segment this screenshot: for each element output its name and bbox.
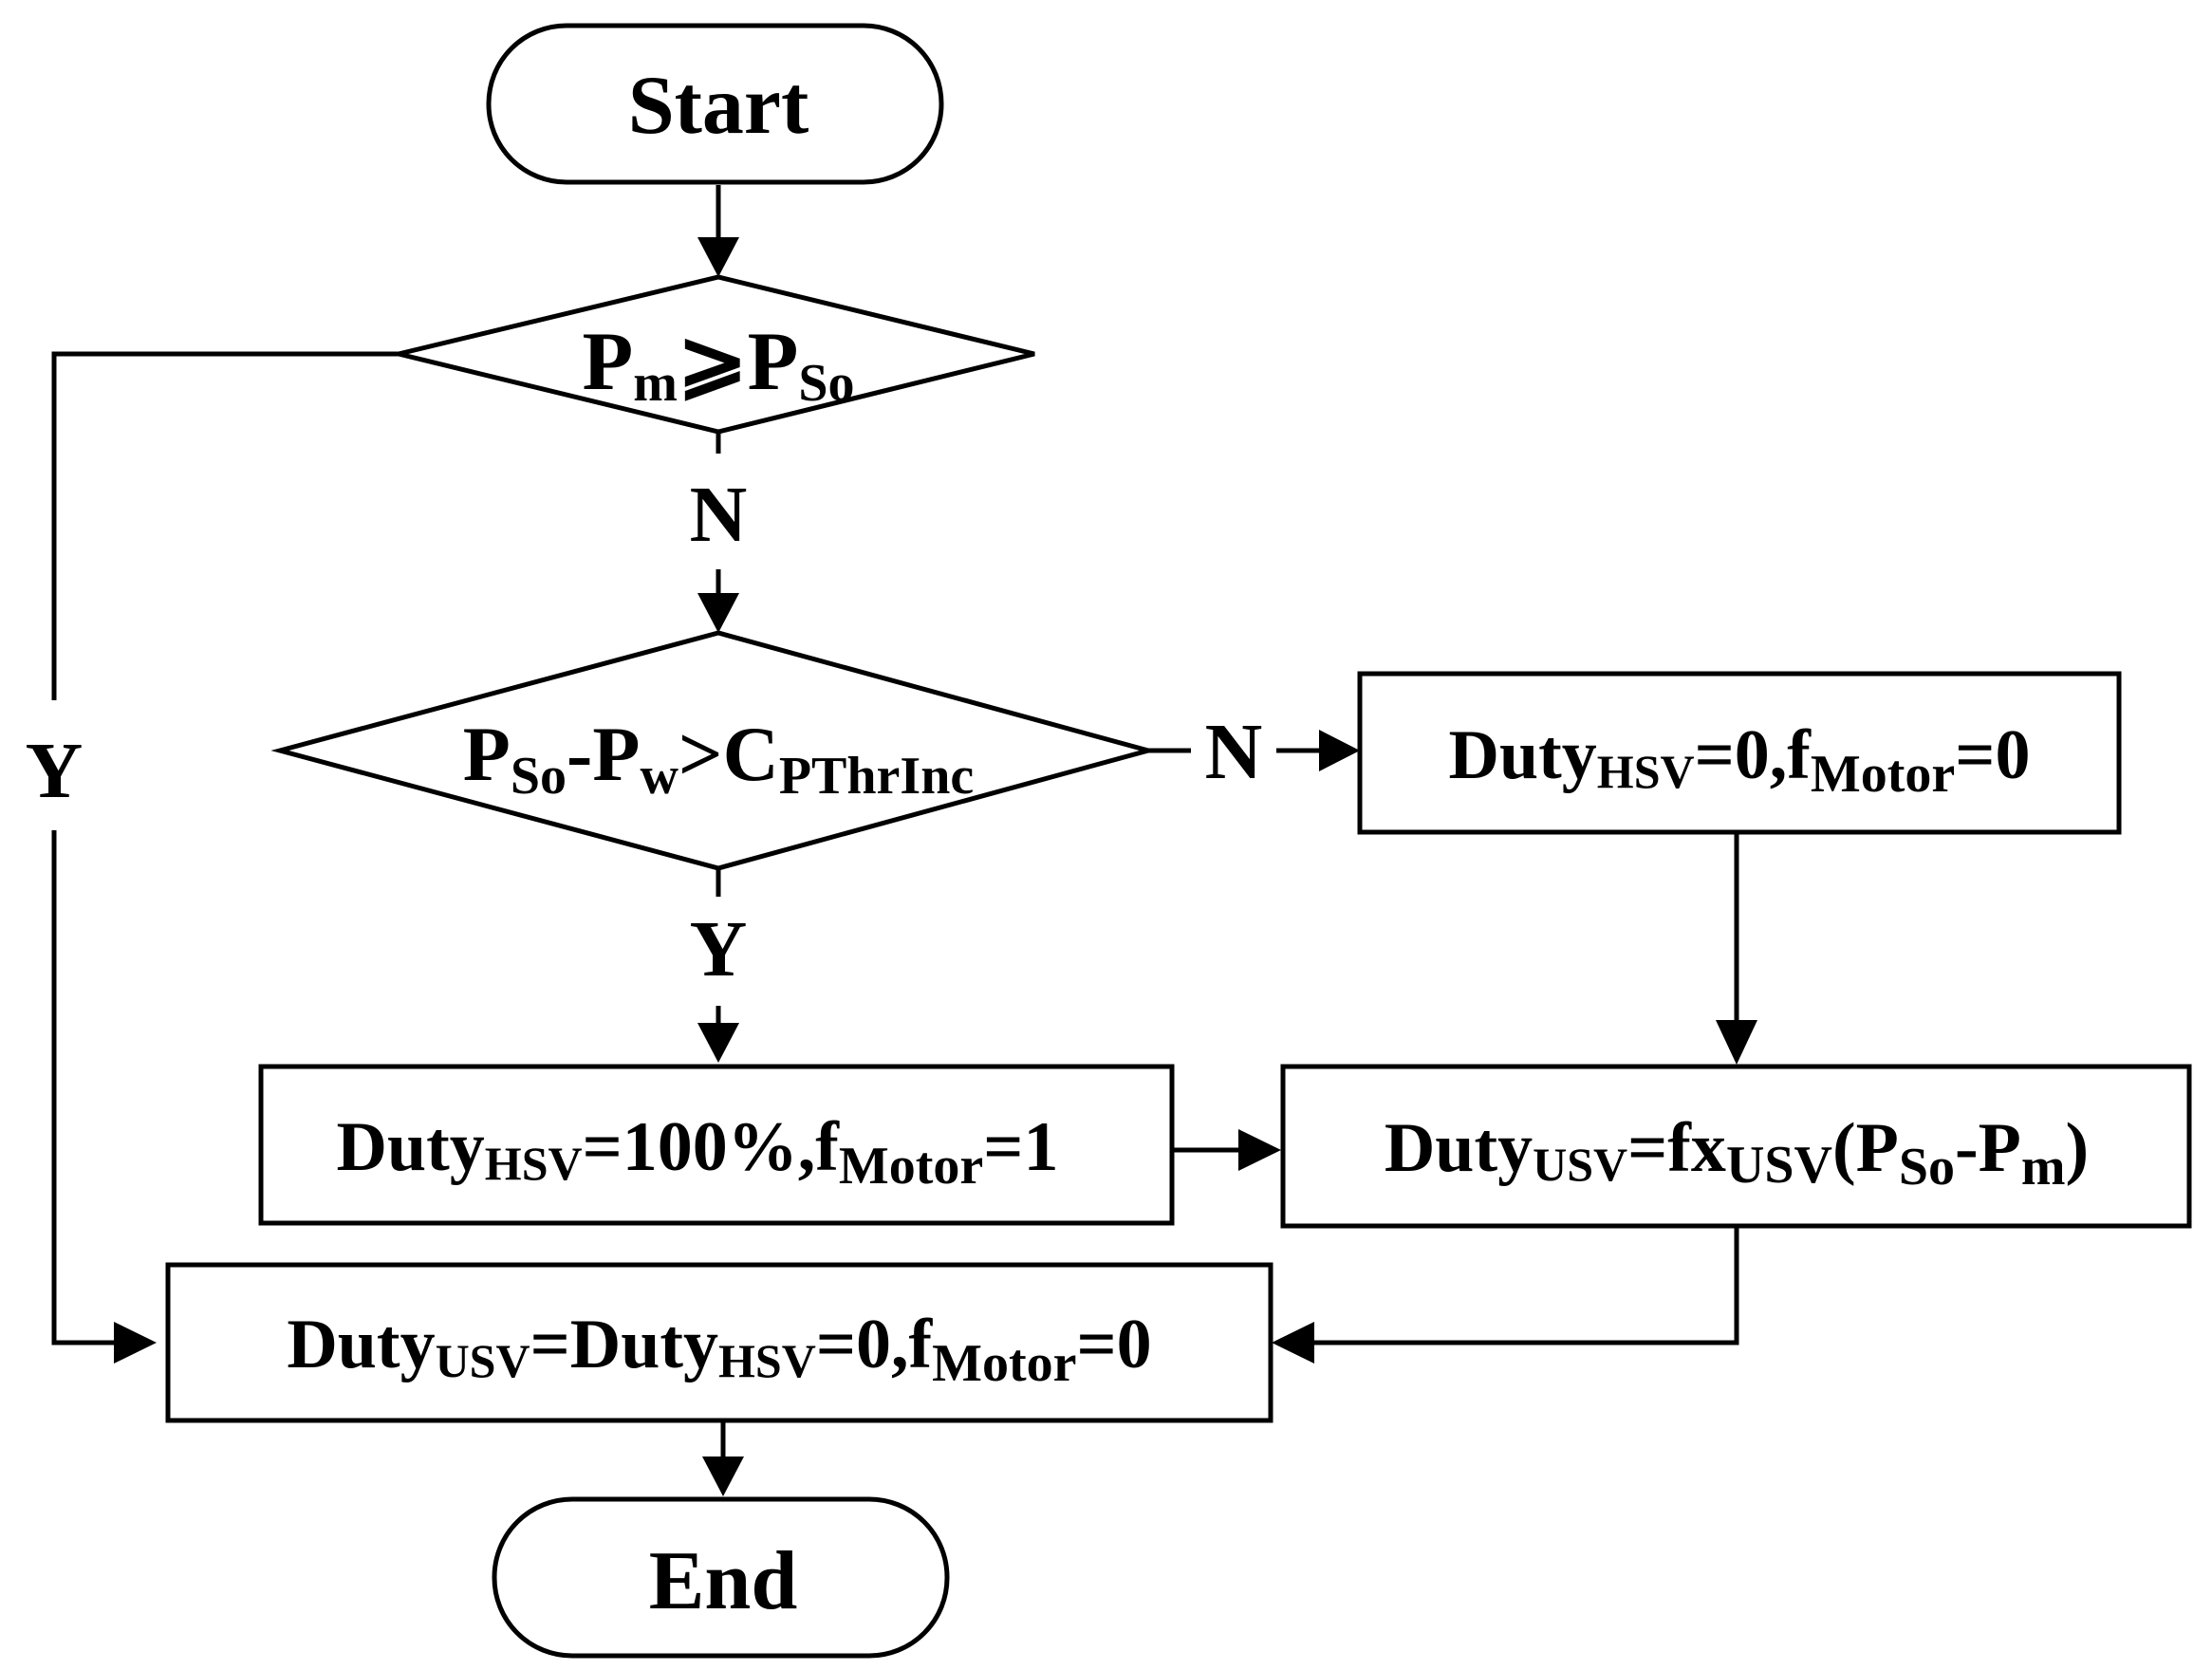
box-final-label: DutyUSV=DutyHSV=0,fMotor=0 [287, 1306, 1151, 1393]
box-usv [1280, 1064, 2192, 1229]
arrowhead-hsv-zero [1319, 730, 1360, 771]
arrowhead-final-right [1272, 1322, 1314, 1364]
arrowhead-usv-left [1238, 1129, 1281, 1171]
end-label: End [649, 1535, 798, 1627]
start-label: Start [628, 60, 809, 152]
arrowhead-final-left [114, 1322, 157, 1364]
decision1-label: Pm⩾PSo [582, 316, 854, 413]
connector-decision1-y-top [51, 351, 399, 700]
decision2-n-label: N [1205, 708, 1263, 796]
arrowhead-end [702, 1457, 744, 1496]
box-hsv-full [258, 1064, 1175, 1226]
start-terminal [486, 23, 944, 185]
arrowhead-hsv-full [697, 1023, 739, 1063]
arrowhead-decision1 [697, 237, 739, 277]
box-final [165, 1262, 1273, 1423]
end-terminal [492, 1496, 950, 1659]
box-usv-label: DutyUSV=fxUSV(PSo-Pm) [1385, 1109, 2089, 1197]
decision2-diamond [270, 630, 1158, 871]
connector-usv-final [1314, 1226, 1739, 1345]
decision1-diamond [398, 274, 1035, 435]
box-hsv-full-label: DutyHSV=100%,fMotor=1 [337, 1108, 1059, 1196]
decision1-y-label: Y [26, 727, 84, 815]
arrowhead-decision2 [697, 593, 739, 633]
box-hsv-zero [1357, 671, 2122, 835]
decision1-n-label: N [690, 471, 748, 559]
decision2-label: PSo-Pw>CPThrInc [463, 711, 974, 806]
decision2-y-label: Y [690, 905, 748, 993]
arrowhead-usv-top [1716, 1020, 1757, 1065]
box-hsv-zero-label: DutyHSV=0,fMotor=0 [1449, 716, 2031, 804]
connector-decision1-y-bottom [51, 830, 114, 1345]
